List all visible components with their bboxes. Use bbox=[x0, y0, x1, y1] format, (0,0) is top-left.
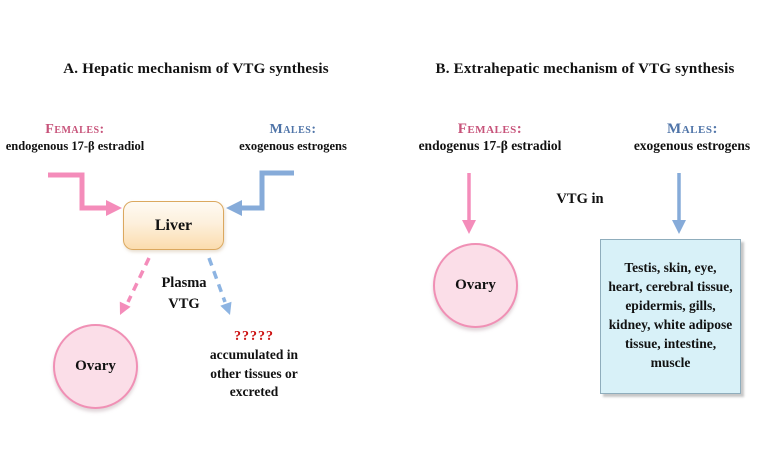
liver-node: Liver bbox=[123, 201, 224, 250]
panel-a-ovary-label: Ovary bbox=[75, 358, 116, 374]
panel-b-males-sublabel: exogenous estrogens bbox=[633, 138, 751, 153]
male-to-tissues-arrow bbox=[672, 173, 686, 234]
liver-to-ovary-dashed-arrow bbox=[119, 257, 151, 315]
accumulated-tissues-label: accumulated in other tissues or excreted bbox=[209, 347, 299, 399]
panel-a-title: A. Hepatic mechanism of VTG synthesis bbox=[63, 61, 329, 77]
panel-a-males-label: Males: bbox=[269, 122, 317, 137]
male-to-liver-arrow bbox=[226, 170, 294, 216]
panel-b-males-label: Males: bbox=[667, 121, 718, 137]
liver-label: Liver bbox=[154, 216, 193, 234]
panel-a-males-sublabel: exogenous estrogens bbox=[239, 139, 347, 153]
panel-a-ovary-node: Ovary bbox=[53, 324, 138, 409]
female-to-ovary-arrow bbox=[462, 173, 476, 234]
panel-b-females-label: Females: bbox=[457, 121, 523, 137]
panel-a-females-sublabel: endogenous 17-β estradiol bbox=[5, 139, 145, 153]
female-to-liver-arrow bbox=[48, 172, 122, 216]
question-marks-label: ????? bbox=[234, 329, 274, 344]
panel-b-ovary-node: Ovary bbox=[433, 243, 518, 328]
tissue-list-box: Testis, skin, eye, heart, cerebral tissu… bbox=[600, 239, 741, 394]
panel-b-females-sublabel: endogenus 17-β estradiol bbox=[418, 138, 562, 153]
vtg-in-label: VTG in bbox=[556, 191, 604, 207]
plasma-vtg-label: Plasma VTG bbox=[161, 275, 207, 312]
panel-b-ovary-label: Ovary bbox=[455, 277, 496, 293]
tissue-list-text: Testis, skin, eye, heart, cerebral tissu… bbox=[608, 260, 733, 370]
panel-a-females-label: Females: bbox=[45, 122, 105, 137]
panel-b-title: B. Extrahepatic mechanism of VTG synthes… bbox=[435, 61, 735, 77]
